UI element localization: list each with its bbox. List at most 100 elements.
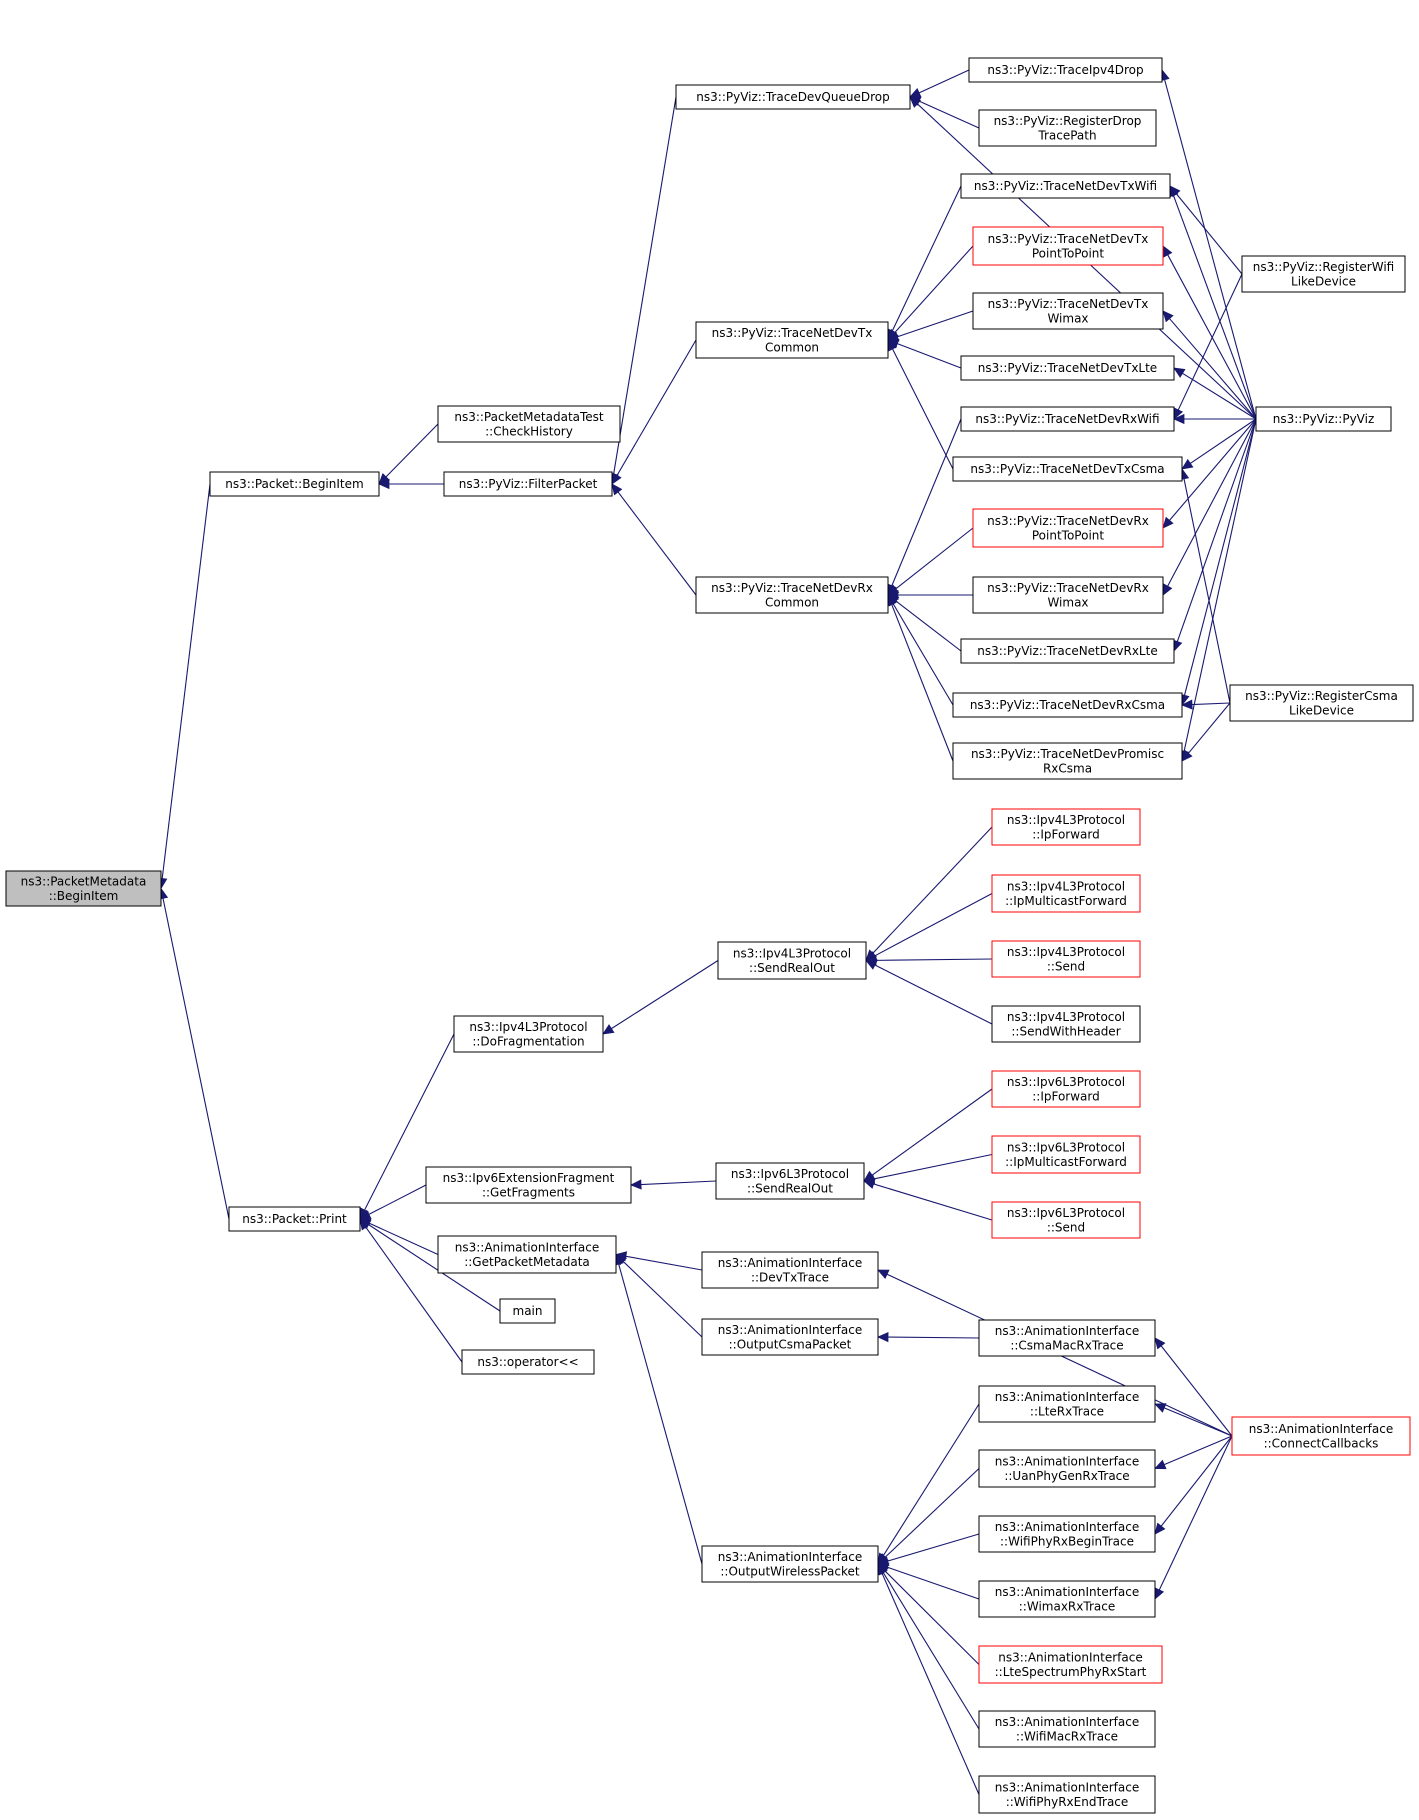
- graph-node-wifibegin[interactable]: ns3::AnimationInterface::WifiPhyRxBeginT…: [978, 1515, 1156, 1553]
- node-box: [991, 808, 1141, 846]
- graph-node-getpm[interactable]: ns3::AnimationInterface::GetPacketMetada…: [437, 1235, 617, 1274]
- call-edge-lterx-to-outwl: [882, 1403, 980, 1556]
- node-box: [991, 1201, 1141, 1239]
- graph-node-pyviz[interactable]: ns3::PyViz::PyViz: [1255, 406, 1392, 432]
- node-label: ns3::Ipv4L3Protocol: [469, 1020, 587, 1034]
- graph-node-ipv6send[interactable]: ns3::Ipv6L3Protocol::Send: [991, 1201, 1141, 1239]
- node-box: [1255, 406, 1392, 432]
- node-box: [717, 941, 867, 980]
- graph-node-rxcsma[interactable]: ns3::PyViz::TraceNetDevRxCsma: [952, 692, 1183, 718]
- arrowhead: [909, 88, 922, 98]
- graph-node-uanrx[interactable]: ns3::AnimationInterface::UanPhyGenRxTrac…: [978, 1449, 1156, 1488]
- graph-node-rxlte[interactable]: ns3::PyViz::TraceNetDevRxLte: [960, 638, 1175, 664]
- graph-node-ipv6sro[interactable]: ns3::Ipv6L3Protocol::SendRealOut: [715, 1162, 865, 1200]
- node-label: ::ConnectCallbacks: [1264, 1436, 1379, 1450]
- node-box: [960, 173, 1171, 199]
- graph-node-root: ns3::PacketMetadata::BeginItem: [5, 870, 162, 907]
- graph-node-filter[interactable]: ns3::PyViz::FilterPacket: [443, 471, 613, 497]
- node-box: [991, 940, 1141, 978]
- node-label: ns3::AnimationInterface: [995, 1780, 1139, 1794]
- node-box: [425, 1166, 632, 1204]
- arrowhead: [1154, 1337, 1166, 1350]
- node-label: ns3::Ipv4L3Protocol: [733, 946, 851, 960]
- graph-node-oplt[interactable]: ns3::operator<<: [461, 1349, 595, 1375]
- graph-node-connect[interactable]: ns3::AnimationInterface::ConnectCallback…: [1231, 1416, 1411, 1456]
- node-box: [978, 1515, 1156, 1553]
- graph-node-txcsma[interactable]: ns3::PyViz::TraceNetDevTxCsma: [952, 456, 1183, 482]
- call-edge-main-to-pkt_print: [368, 1224, 501, 1312]
- call-edge-regcsma-to-rxcsma: [1191, 702, 1231, 706]
- graph-node-ipv4mcast[interactable]: ns3::Ipv4L3Protocol::IpMulticastForward: [991, 874, 1141, 913]
- arrowhead: [877, 1269, 890, 1280]
- arrowhead: [630, 1179, 642, 1190]
- graph-node-csmamac[interactable]: ns3::AnimationInterface::CsmaMacRxTrace: [978, 1319, 1156, 1357]
- arrowhead: [1162, 310, 1174, 323]
- node-box: [991, 1005, 1141, 1043]
- graph-node-pmt_check[interactable]: ns3::PacketMetadataTest::CheckHistory: [437, 405, 621, 443]
- node-box: [972, 576, 1164, 614]
- call-edge-pyviz-to-txcsma: [1189, 418, 1257, 464]
- graph-node-ipv4frag[interactable]: ns3::Ipv4L3Protocol::DoFragmentation: [453, 1015, 604, 1053]
- graph-node-devtx[interactable]: ns3::AnimationInterface::DevTxTrace: [701, 1251, 879, 1289]
- graph-node-ipv4fwd[interactable]: ns3::Ipv4L3Protocol::IpForward: [991, 808, 1141, 846]
- arrowhead: [1162, 516, 1174, 529]
- node-label: ns3::AnimationInterface: [718, 1550, 862, 1564]
- call-edge-connect-to-wifibegin: [1160, 1435, 1233, 1527]
- node-box: [695, 321, 889, 359]
- node-label: ::UanPhyGenRxTrace: [1004, 1469, 1129, 1483]
- node-label: ns3::AnimationInterface: [455, 1240, 599, 1254]
- arrowhead: [359, 1218, 371, 1231]
- graph-node-wimaxrx[interactable]: ns3::AnimationInterface::WimaxRxTrace: [978, 1580, 1156, 1618]
- node-label: ns3::Packet::Print: [242, 1212, 347, 1226]
- graph-node-outcsma[interactable]: ns3::AnimationInterface::OutputCsmaPacke…: [701, 1318, 879, 1356]
- node-label: ::CsmaMacRxTrace: [1010, 1338, 1123, 1352]
- graph-node-main[interactable]: main: [499, 1298, 556, 1324]
- graph-node-wifiend[interactable]: ns3::AnimationInterface::WifiPhyRxEndTra…: [978, 1775, 1156, 1814]
- node-label: ::DoFragmentation: [472, 1034, 584, 1048]
- graph-node-ipv4drop[interactable]: ns3::PyViz::TraceIpv4Drop: [968, 57, 1163, 83]
- node-label: ns3::AnimationInterface: [995, 1324, 1139, 1338]
- graph-node-txlte[interactable]: ns3::PyViz::TraceNetDevTxLte: [960, 355, 1175, 381]
- node-label: ns3::AnimationInterface: [718, 1256, 862, 1270]
- node-label: ::Send: [1047, 959, 1085, 973]
- graph-node-ipv6mcast[interactable]: ns3::Ipv6L3Protocol::IpMulticastForward: [991, 1135, 1141, 1174]
- node-box: [960, 355, 1175, 381]
- call-edge-pkt_begin-to-root: [161, 483, 211, 879]
- node-label: PointToPoint: [1032, 246, 1105, 260]
- arrowhead: [602, 1024, 615, 1035]
- graph-node-lterx[interactable]: ns3::AnimationInterface::LteRxTrace: [978, 1385, 1156, 1423]
- graph-node-outwl[interactable]: ns3::AnimationInterface::OutputWirelessP…: [701, 1545, 879, 1583]
- graph-node-wifimac[interactable]: ns3::AnimationInterface::WifiMacRxTrace: [978, 1710, 1156, 1748]
- graph-node-ipv4send[interactable]: ns3::Ipv4L3Protocol::Send: [991, 940, 1141, 978]
- graph-node-ltespec[interactable]: ns3::AnimationInterface::LteSpectrumPhyR…: [978, 1645, 1163, 1684]
- node-box: [443, 471, 613, 497]
- graph-node-pkt_print[interactable]: ns3::Packet::Print: [228, 1206, 361, 1232]
- graph-node-ipv6fwd[interactable]: ns3::Ipv6L3Protocol::IpForward: [991, 1070, 1141, 1108]
- graph-node-ipv4sro[interactable]: ns3::Ipv4L3Protocol::SendRealOut: [717, 941, 867, 980]
- node-label: Common: [765, 595, 819, 609]
- graph-node-rxwifi[interactable]: ns3::PyViz::TraceNetDevRxWifi: [960, 406, 1175, 432]
- graph-node-ipv6ext[interactable]: ns3::Ipv6ExtensionFragment::GetFragments: [425, 1166, 632, 1204]
- node-box: [978, 1710, 1156, 1748]
- arrowhead: [1181, 699, 1193, 710]
- node-box: [991, 874, 1141, 913]
- graph-node-pkt_begin[interactable]: ns3::Packet::BeginItem: [209, 471, 380, 497]
- node-label: ns3::PyViz::TraceNetDevTx: [988, 232, 1149, 246]
- arrowhead: [1173, 367, 1186, 378]
- call-edge-pyviz-to-rxlte: [1176, 418, 1257, 642]
- call-edge-ipv6ext-to-pkt_print: [368, 1184, 427, 1215]
- graph-node-txwifi[interactable]: ns3::PyViz::TraceNetDevTxWifi: [960, 173, 1171, 199]
- graph-node-ipv4swh[interactable]: ns3::Ipv4L3Protocol::SendWithHeader: [991, 1005, 1141, 1043]
- graph-node-devqdrop[interactable]: ns3::PyViz::TraceDevQueueDrop: [675, 84, 911, 110]
- call-edge-outcsma-to-getpm: [622, 1261, 703, 1338]
